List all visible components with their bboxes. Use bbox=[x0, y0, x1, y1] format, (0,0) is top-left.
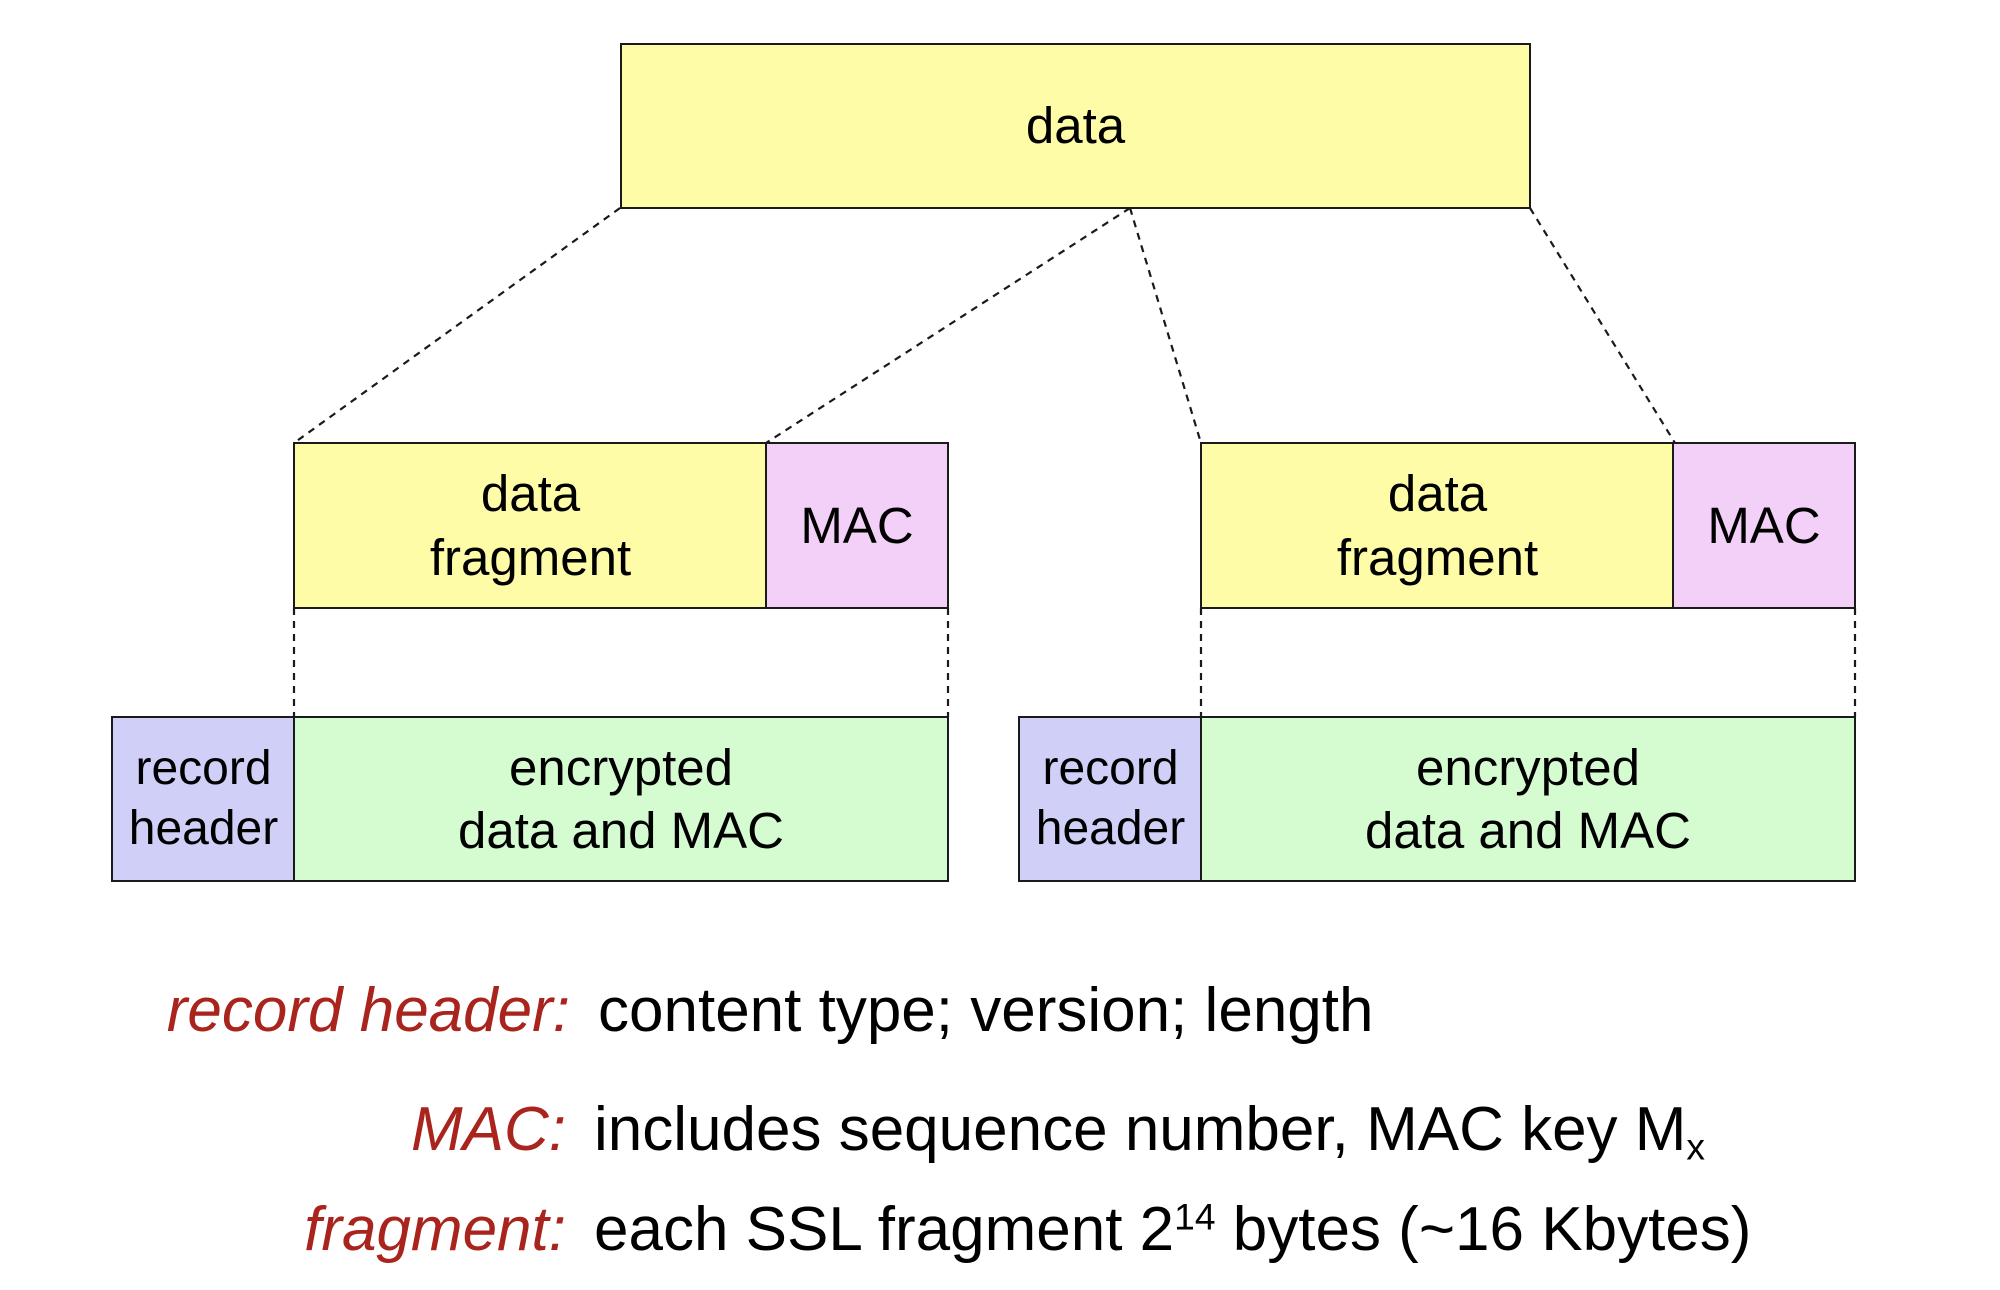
legend-value: content type; version; length bbox=[598, 976, 1374, 1045]
encrypted-label: encrypted data and MAC bbox=[1364, 738, 1692, 859]
legend-mac: MAC: includes sequence number, MAC key M… bbox=[0, 1094, 1705, 1174]
mac-label: MAC bbox=[800, 496, 914, 554]
encrypted-box-left: encrypted data and MAC bbox=[293, 716, 949, 882]
data-box: data bbox=[620, 43, 1531, 209]
legend-value-text: each SSL fragment 2 bbox=[594, 1195, 1175, 1264]
legend-key: fragment: bbox=[304, 1195, 566, 1264]
subscript-x: x bbox=[1686, 1125, 1706, 1168]
legend-value: includes sequence number, MAC key Mx bbox=[594, 1094, 1705, 1168]
legend-value-text: bytes (~16 Kbytes) bbox=[1215, 1195, 1752, 1264]
record-header-label: record header bbox=[1035, 742, 1186, 855]
connector-line bbox=[1529, 207, 1676, 444]
legend-key: MAC: bbox=[411, 1095, 566, 1164]
legend-value: each SSL fragment 214 bytes (~16 Kbytes) bbox=[594, 1194, 1751, 1265]
encrypted-box-right: encrypted data and MAC bbox=[1200, 716, 1856, 882]
record-header-box-right: record header bbox=[1018, 716, 1203, 882]
data-box-label: data bbox=[1025, 97, 1126, 155]
data-fragment-label: data fragment bbox=[1336, 465, 1539, 586]
mac-box-left: MAC bbox=[765, 442, 949, 609]
legend-key: record header: bbox=[166, 976, 570, 1045]
record-header-box-left: record header bbox=[111, 716, 296, 882]
connector-line bbox=[765, 207, 1131, 444]
record-header-label: record header bbox=[128, 742, 279, 855]
superscript-14: 14 bbox=[1174, 1195, 1216, 1238]
data-fragment-box-right: data fragment bbox=[1200, 442, 1675, 609]
legend-fragment: fragment: each SSL fragment 214 bytes (~… bbox=[0, 1194, 1751, 1274]
data-fragment-box-left: data fragment bbox=[293, 442, 768, 609]
encrypted-label: encrypted data and MAC bbox=[457, 738, 785, 859]
mac-box-right: MAC bbox=[1672, 442, 1856, 609]
connector-line bbox=[1128, 207, 1203, 444]
legend-record-header: record header: content type; version; le… bbox=[0, 975, 1374, 1055]
data-fragment-label: data fragment bbox=[429, 465, 632, 586]
connector-line bbox=[293, 207, 621, 444]
legend-value-text: includes sequence number, MAC key M bbox=[594, 1095, 1687, 1164]
mac-label: MAC bbox=[1707, 496, 1821, 554]
